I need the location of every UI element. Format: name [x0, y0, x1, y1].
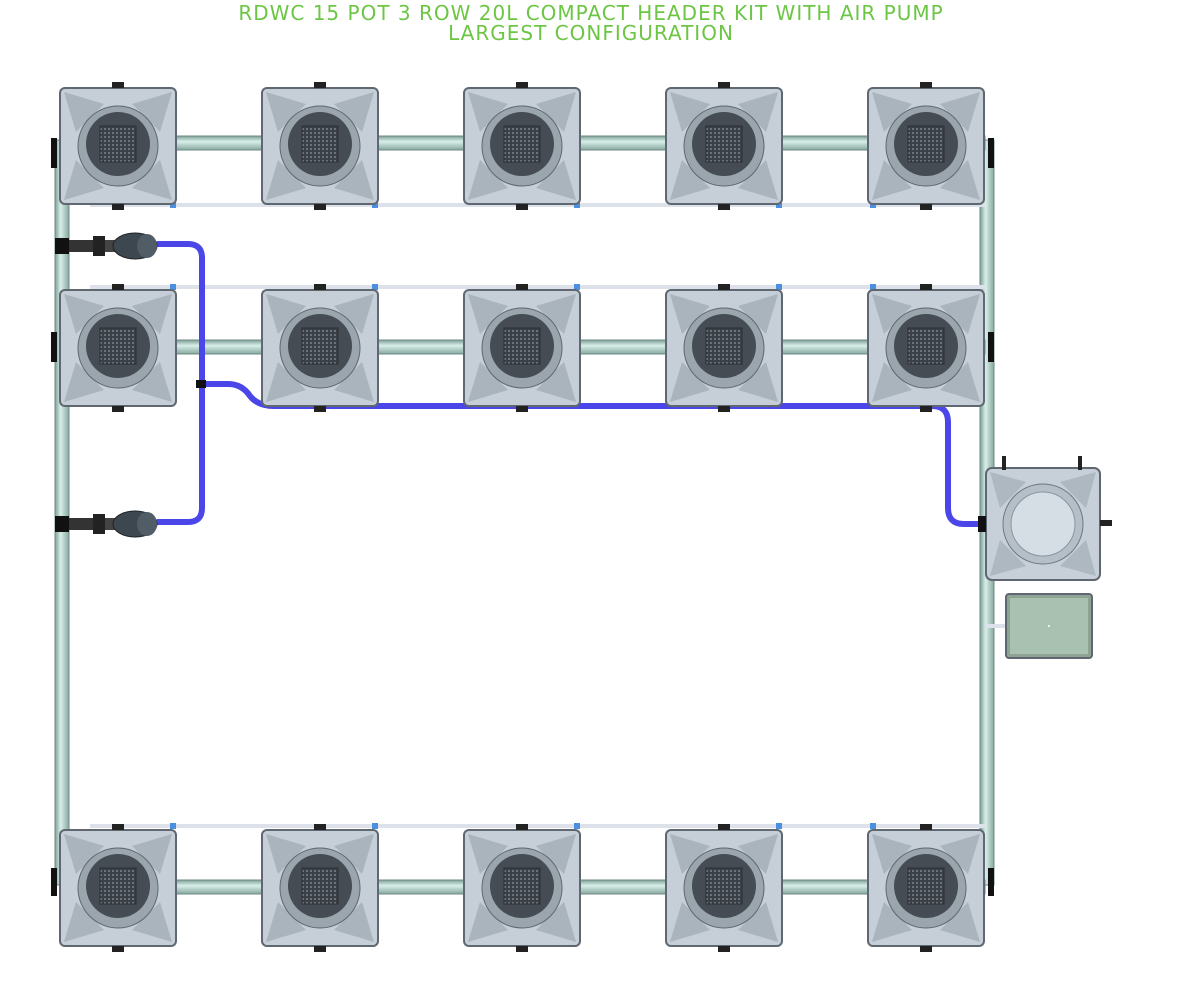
- top-row-pot-5: [867, 82, 985, 210]
- bottom-row-pot-3: [463, 824, 581, 952]
- diagram-title-line-2: LARGEST CONFIGURATION: [448, 21, 734, 45]
- bottom-row-pot-5: [867, 824, 985, 952]
- air-line-connectors: [170, 202, 876, 829]
- middle-row-pot-2: [261, 284, 379, 412]
- hose-connector: [196, 380, 206, 388]
- bottom-row-pot-1: [59, 824, 177, 952]
- middle-row-pot-1: [59, 284, 177, 412]
- top-row-pot-4: [665, 82, 783, 210]
- middle-row-pot-3: [463, 284, 581, 412]
- top-row-pot-3: [463, 82, 581, 210]
- bottom-row-pot-4: [665, 824, 783, 952]
- diagram-title-line-1: RDWC 15 POT 3 ROW 20L COMPACT HEADER KIT…: [238, 1, 944, 25]
- middle-row-pot-4: [665, 284, 783, 412]
- inline-pump-1: [55, 232, 158, 260]
- pipe-end-caps: [51, 138, 994, 896]
- inline-pump-2: [55, 510, 158, 538]
- grow-pots: [59, 82, 985, 952]
- middle-row-pot-5: [867, 284, 985, 412]
- top-row-pot-1: [59, 82, 177, 210]
- air-pump: [1005, 593, 1093, 659]
- brain-bucket: [978, 456, 1112, 581]
- top-row-pot-2: [261, 82, 379, 210]
- bottom-row-pot-2: [261, 824, 379, 952]
